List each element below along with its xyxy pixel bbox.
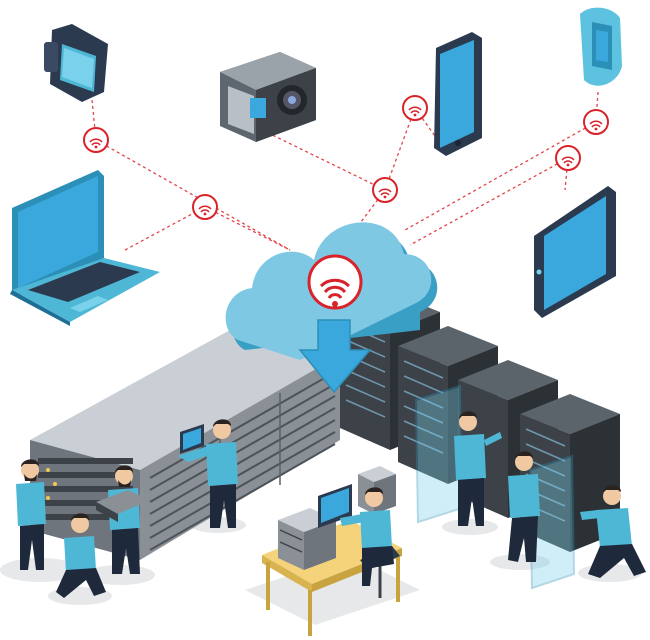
- wifi-node-2: [192, 194, 218, 220]
- smartwatch-icon: [44, 24, 108, 102]
- laptop-icon: [10, 170, 160, 326]
- action-camera-icon: [220, 52, 316, 142]
- wifi-node-4: [402, 95, 428, 121]
- wifi-node-5: [583, 109, 609, 135]
- download-arrow-icon: [298, 319, 372, 394]
- fitness-band-icon: [580, 7, 622, 86]
- smartphone-icon: [434, 32, 482, 156]
- server-rack-row-left: [30, 330, 340, 560]
- cloud-icon: [225, 222, 438, 394]
- wifi-node-3: [372, 177, 398, 203]
- wifi-node-1: [83, 127, 109, 153]
- technician-icon: [16, 411, 646, 598]
- wifi-node-6: [555, 145, 581, 171]
- wifi-icon: [307, 254, 363, 310]
- tablet-icon: [534, 186, 616, 318]
